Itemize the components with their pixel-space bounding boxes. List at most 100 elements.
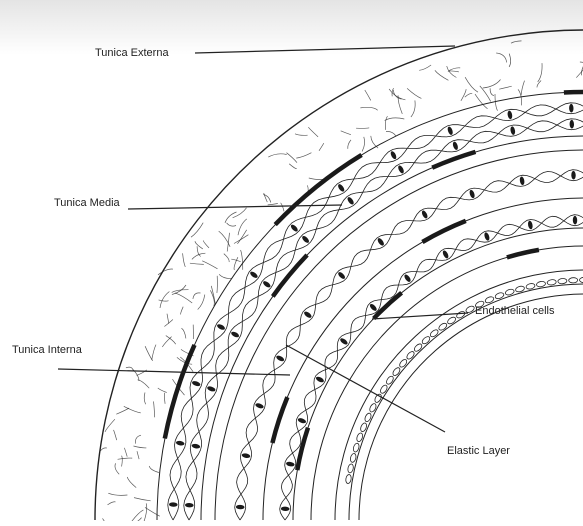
externa-fiber — [190, 263, 204, 264]
externa-fiber — [114, 430, 117, 440]
externa-fiber — [448, 68, 460, 71]
externa-fiber — [480, 86, 491, 102]
externa-fiber — [115, 463, 119, 474]
endothelial-cell — [347, 463, 354, 473]
cell-nucleus — [507, 110, 513, 119]
externa-fiber — [365, 90, 371, 100]
cell-nucleus — [337, 271, 346, 280]
label-endothelial-cells: Endothelial cells — [475, 305, 555, 317]
cell-nucleus — [230, 331, 240, 339]
cell-nucleus — [376, 237, 385, 247]
externa-fiber — [182, 328, 186, 338]
externa-fiber — [419, 65, 431, 70]
cell-nucleus — [255, 402, 265, 409]
externa-fiber — [362, 137, 365, 152]
externa-fiber — [152, 345, 156, 360]
externa-fiber — [154, 401, 155, 417]
cell-nucleus — [569, 104, 574, 113]
cell-nucleus — [573, 216, 578, 225]
externa-fiber — [159, 300, 169, 301]
externa-fiber — [385, 118, 405, 121]
externa-fiber — [124, 448, 127, 457]
externa-fiber — [131, 510, 144, 521]
endothelial-cell — [536, 281, 546, 288]
endothelial-cell — [579, 277, 583, 282]
externa-fiber — [145, 346, 153, 361]
externa-fiber — [268, 204, 278, 205]
cell-nucleus — [469, 189, 476, 199]
cell-nucleus — [571, 171, 576, 180]
externa-fiber — [198, 295, 205, 310]
layer-boundary-arc — [293, 228, 583, 520]
layer-boundary-arc — [201, 136, 583, 520]
endothelial-cell — [374, 393, 383, 403]
externa-fiber — [234, 235, 248, 244]
externa-fiber — [538, 63, 542, 82]
externa-fiber — [193, 293, 201, 299]
endothelial-cell — [526, 283, 536, 290]
cell-nucleus — [510, 126, 516, 135]
externa-fiber — [134, 446, 147, 448]
cell-nucleus — [169, 502, 178, 507]
externa-fiber — [162, 337, 171, 347]
layer-boundary-arc — [215, 150, 583, 520]
cell-nucleus — [236, 505, 245, 510]
externa-fiber — [175, 293, 192, 303]
externa-fiber — [135, 435, 141, 443]
label-leader-lines — [58, 46, 468, 432]
externa-fiber — [158, 388, 167, 393]
cell-nucleus — [519, 176, 525, 185]
externa-fiber — [281, 203, 284, 212]
externa-fiber — [181, 307, 184, 315]
externa-fiber — [490, 88, 494, 95]
endothelial-cell — [345, 474, 352, 484]
externa-fiber — [219, 274, 231, 278]
endothelial-cell — [547, 279, 557, 285]
cell-nucleus — [339, 337, 349, 346]
cell-nucleus — [249, 270, 259, 279]
externa-fiber — [134, 498, 151, 501]
externa-fiber — [167, 314, 169, 324]
externa-fiber — [356, 128, 369, 129]
endothelial-cell — [421, 335, 431, 345]
externa-fiber — [160, 292, 169, 309]
externa-fiber — [124, 518, 142, 521]
externa-fiber — [499, 86, 512, 89]
externa-fiber — [447, 66, 457, 77]
cell-nucleus — [483, 232, 490, 242]
cell-nucleus — [315, 376, 325, 384]
externa-fiber — [158, 269, 173, 275]
externa-fiber — [166, 336, 176, 345]
cell-nucleus — [397, 165, 405, 175]
cell-nucleus — [207, 385, 217, 392]
externa-fiber — [210, 290, 214, 306]
externa-fiber — [341, 131, 351, 135]
externa-fiber — [386, 132, 396, 137]
externa-fiber — [385, 116, 387, 130]
endothelial-cell — [456, 310, 466, 319]
cell-nucleus — [185, 503, 194, 508]
cell-nucleus — [421, 210, 429, 220]
externa-fiber — [576, 65, 583, 78]
externa-fiber — [495, 94, 498, 111]
externa-fiber — [122, 456, 123, 467]
externa-fiber — [234, 257, 238, 270]
externa-fiber — [108, 502, 116, 505]
layer-boundary-arc — [349, 284, 583, 520]
endothelial-cell — [429, 328, 439, 338]
cell-nucleus — [216, 323, 226, 331]
endothelial-cell — [392, 366, 402, 376]
cell-nucleus — [390, 150, 398, 160]
externa-fiber — [411, 100, 415, 117]
cell-nucleus — [281, 506, 290, 511]
externa-fiber — [149, 466, 159, 473]
endothelial-cell — [465, 305, 475, 314]
endothelial-cell — [398, 358, 408, 368]
cell-nucleus — [527, 220, 533, 229]
layer-boundary-arc — [359, 294, 583, 520]
externa-fiber — [268, 154, 286, 157]
externa-fiber — [348, 140, 351, 149]
externa-fiber — [116, 408, 129, 414]
cell-nucleus — [442, 250, 450, 260]
